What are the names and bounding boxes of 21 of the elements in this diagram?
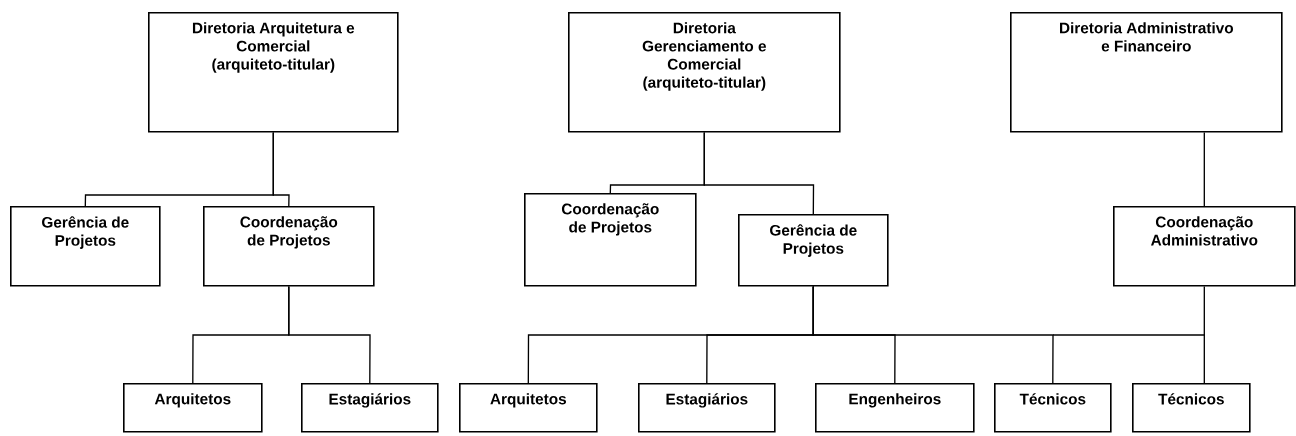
org-box: Arquitetos [123,383,263,433]
org-box: Arquitetos [459,383,598,433]
org-box: Técnicos [1132,383,1251,433]
connector-line [1203,131,1205,207]
org-box: Gerência de Projetos [10,206,161,287]
connector-line [812,285,1054,384]
org-box: Diretoria Gerenciamento e Comercial (arquiteto-titular) [568,12,841,133]
org-box: Técnicos [994,383,1112,433]
org-box: Estagiários [301,383,439,433]
org-box: Diretoria Administrativo e Financeiro [1010,12,1283,133]
connector-line [1203,285,1205,384]
org-box: Coordenação Administrativo [1113,206,1296,287]
org-box: Coordenação de Projetos [524,193,697,287]
org-box: Coordenação de Projetos [203,206,375,287]
connector-line [703,131,815,215]
org-box: Estagiários [638,383,776,433]
connector-line [272,131,290,207]
connector-line [288,285,371,384]
org-box: Engenheiros [815,383,975,433]
org-box: Diretoria Arquitetura e Comercial (arquiteto-titular) [148,12,399,133]
org-box: Gerência de Projetos [738,214,889,287]
